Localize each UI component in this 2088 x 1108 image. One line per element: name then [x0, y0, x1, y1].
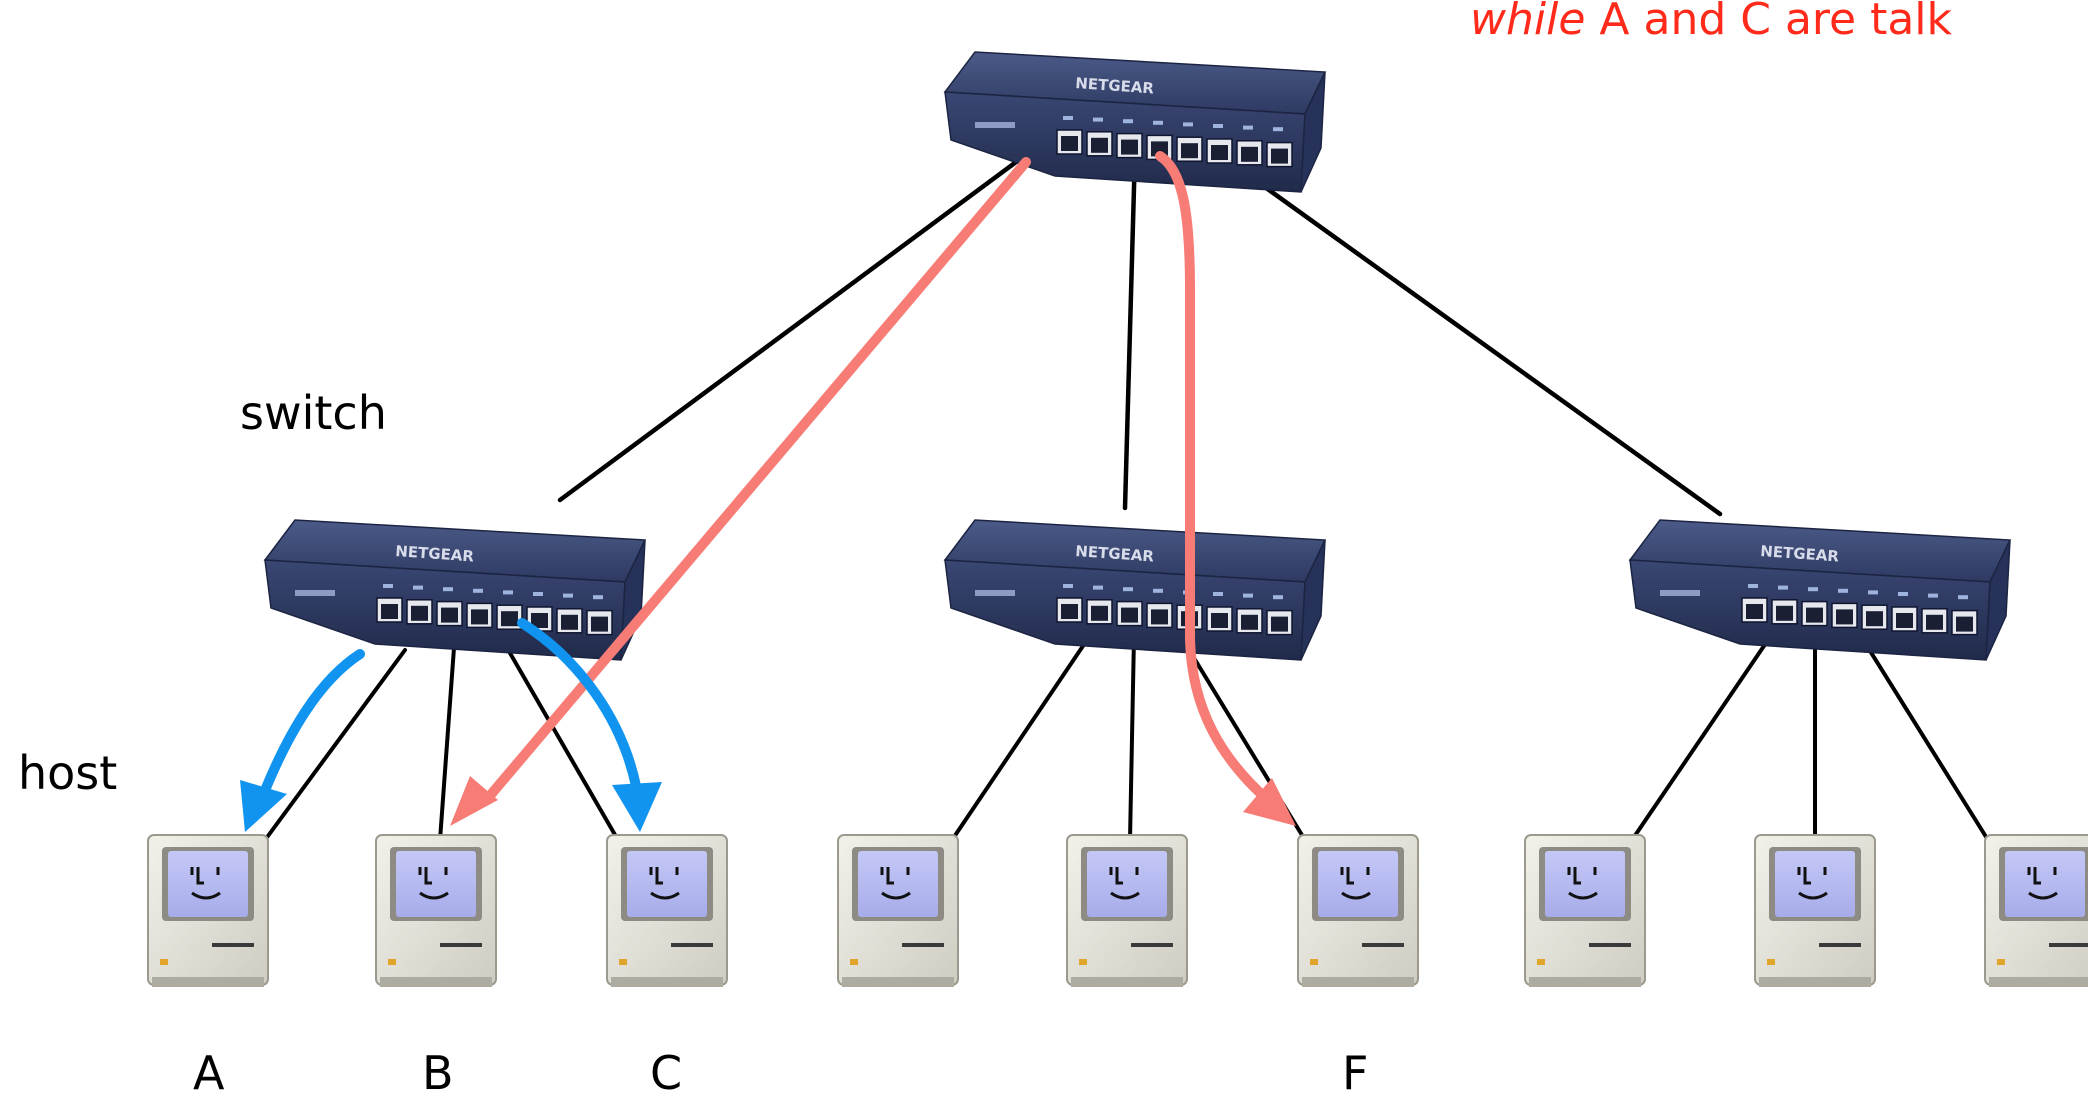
host-computer-6 — [1297, 834, 1419, 987]
flow-b-f-arrowhead-f — [1243, 778, 1296, 826]
link-left-a — [263, 648, 407, 842]
switch-left: NETGEAR — [263, 519, 647, 661]
link-right-1 — [1630, 638, 1770, 842]
link-core-left — [557, 145, 1038, 503]
link-left-b — [438, 632, 457, 842]
switch-right: NETGEAR — [1628, 519, 2012, 661]
host-computer-3 — [606, 834, 728, 987]
flow-b-f-arrowhead-b — [450, 776, 498, 826]
link-right-3 — [1850, 620, 1990, 842]
host-screen — [1087, 851, 1167, 917]
annotation-italic: while — [1470, 0, 1586, 45]
flow-a-c — [240, 618, 662, 832]
link-mid-2 — [1128, 634, 1136, 842]
host-computer-8 — [1754, 834, 1876, 987]
host-computer-4 — [837, 834, 959, 987]
switch-brand-text: NETGEAR — [1075, 542, 1155, 565]
link-left-c — [490, 620, 620, 842]
flow-b-f-path-down — [1155, 151, 1275, 807]
annotation-text: while A and C are talk — [1470, 0, 1952, 42]
host-name-6: F — [1342, 1046, 1369, 1100]
core-links — [557, 141, 1723, 517]
link-core-right — [1202, 141, 1723, 517]
host-computer-7 — [1524, 834, 1646, 987]
link-core-middle — [1122, 149, 1138, 511]
host-links — [263, 620, 1990, 842]
host-screen — [2005, 851, 2085, 917]
host-screen — [1545, 851, 1625, 917]
switch-middle: NETGEAR — [943, 519, 1327, 661]
link-mid-1 — [950, 638, 1089, 842]
host-screen — [858, 851, 938, 917]
host-name-1: A — [193, 1046, 225, 1100]
host-label: host — [18, 746, 118, 800]
host-name-3: C — [650, 1046, 683, 1100]
switch-brand-text: NETGEAR — [395, 542, 475, 565]
host-screen — [627, 851, 707, 917]
host-name-2: B — [422, 1046, 454, 1100]
switch-brand-text: NETGEAR — [1760, 542, 1840, 565]
host-screen — [1318, 851, 1398, 917]
switches: NETGEAR NETGEAR NETGEAR NETGEAR — [263, 51, 2012, 661]
host-screen — [168, 851, 248, 917]
annotation-rest: A and C are talk — [1585, 0, 1953, 45]
host-computer-2 — [375, 834, 497, 987]
host-computer-5 — [1066, 834, 1188, 987]
host-screen — [1775, 851, 1855, 917]
host-screen — [396, 851, 476, 917]
flow-a-c-path-c — [517, 618, 641, 791]
host-computer-1 — [147, 834, 269, 987]
host-computer-9 — [1984, 834, 2088, 987]
switch-label: switch — [240, 386, 387, 440]
hosts — [147, 834, 2088, 987]
flow-b-f — [450, 151, 1296, 826]
switch-core: NETGEAR — [943, 51, 1327, 193]
flow-a-c-arrowhead-c — [612, 782, 662, 832]
flow-a-c-arrowhead-a — [240, 780, 287, 832]
switch-brand-text: NETGEAR — [1075, 74, 1155, 97]
flow-b-f-path-up — [483, 157, 1031, 803]
flow-a-c-path-a — [261, 649, 365, 793]
